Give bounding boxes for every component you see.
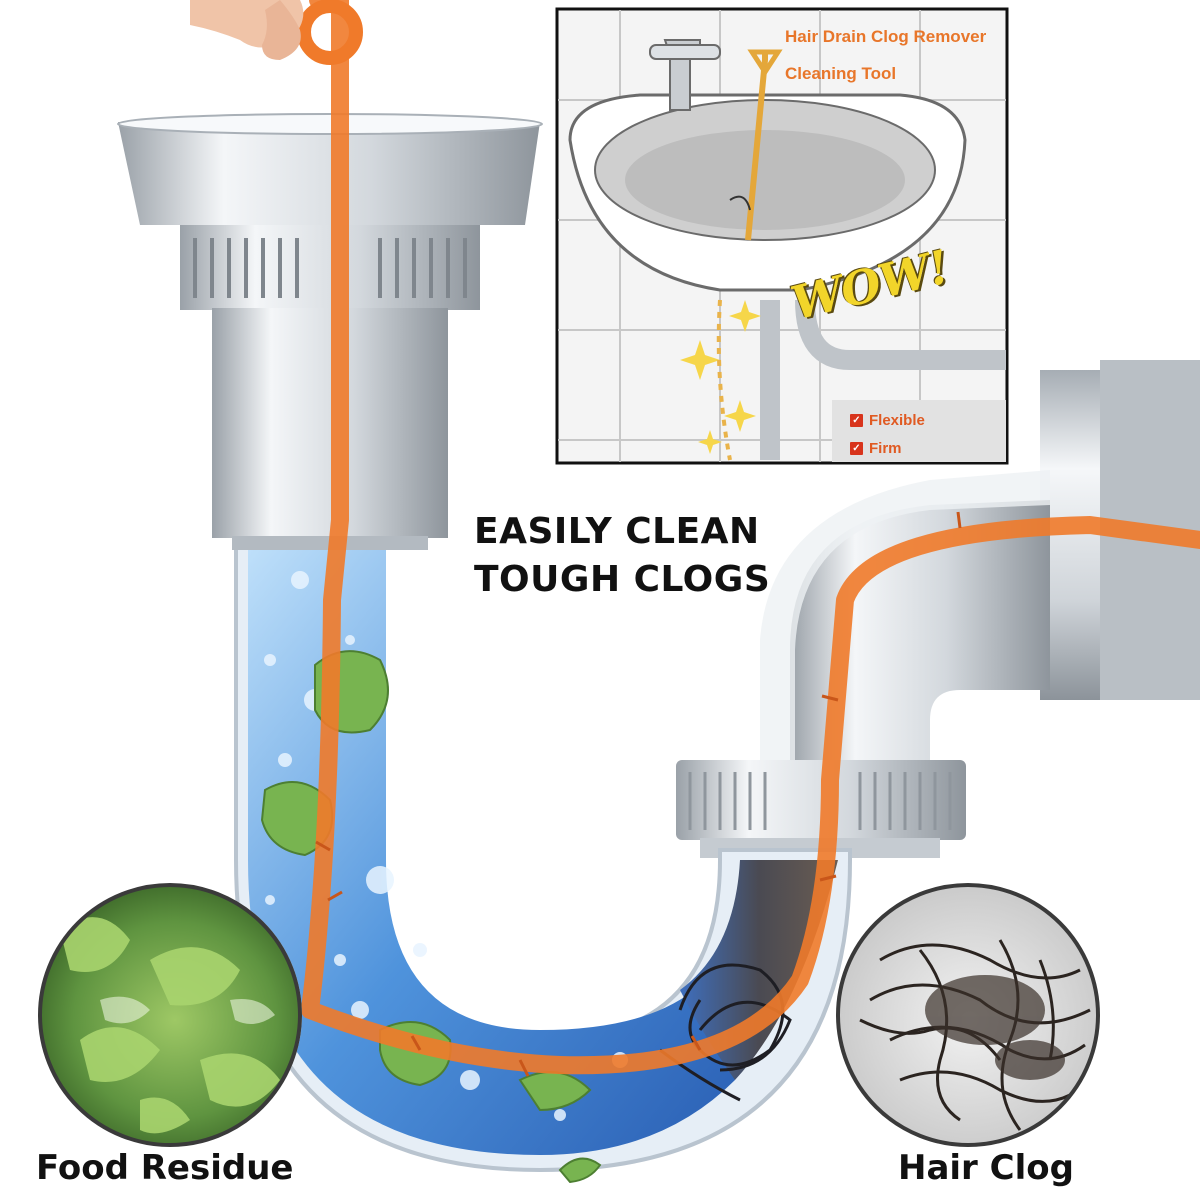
check-icon: ✓ <box>850 413 863 427</box>
feature-label: Flexible <box>869 411 925 429</box>
sink-drain-fitting <box>117 113 543 550</box>
feature-item: ✓ Firm <box>850 434 925 462</box>
drain-cleaning-tool <box>297 0 1200 1077</box>
food-residue-closeup <box>38 883 302 1147</box>
headline-line-1: EASILY CLEAN <box>474 511 760 552</box>
food-residue-caption: Food Residue <box>36 1148 294 1188</box>
headline: EASILY CLEAN TOUGH CLOGS <box>474 508 770 604</box>
inset-title-line-1: Hair Drain Clog Remover <box>785 27 987 46</box>
hand <box>190 0 304 60</box>
u-trap-pipe <box>234 538 852 1184</box>
inset-title-line-2: Cleaning Tool <box>785 64 897 83</box>
headline-line-2: TOUGH CLOGS <box>474 559 771 600</box>
feature-list: ✓ Flexible ✓ Firm <box>850 406 925 462</box>
check-icon: ✓ <box>850 441 863 455</box>
feature-item: ✓ Flexible <box>850 406 925 434</box>
hair-clog-caption: Hair Clog <box>898 1148 1074 1188</box>
inset-product-title: Hair Drain Clog Remover Cleaning Tool <box>785 18 986 92</box>
sink-inset-image <box>555 7 1009 465</box>
feature-label: Firm <box>869 439 902 457</box>
hair-clog-closeup <box>836 883 1100 1147</box>
